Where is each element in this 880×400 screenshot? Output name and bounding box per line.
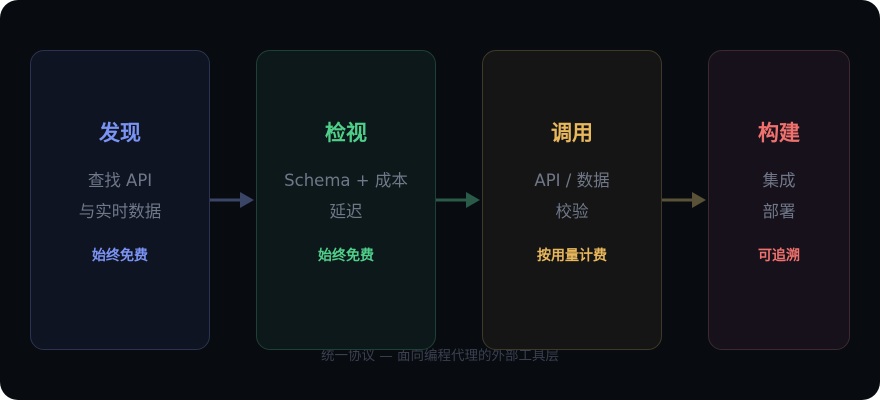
stage-card-discover: 发现 查找 API 与实时数据 始终免费 bbox=[30, 50, 210, 350]
stage-description: API / 数据 校验 bbox=[483, 165, 661, 227]
stage-title: 检视 bbox=[325, 121, 367, 145]
stage-card-invoke: 调用 API / 数据 校验 按用量计费 bbox=[482, 50, 662, 350]
flow-arrow-icon bbox=[210, 192, 254, 208]
stage-title: 调用 bbox=[551, 121, 593, 145]
stage-description-line: 与实时数据 bbox=[78, 202, 162, 221]
stage-pricing-tag: 始终免费 bbox=[318, 248, 374, 264]
stage-description-line: 查找 API bbox=[87, 171, 153, 190]
flow-arrow-icon bbox=[436, 192, 480, 208]
stage-description: 查找 API 与实时数据 bbox=[31, 165, 209, 227]
stage-card-inspect: 检视 Schema + 成本 延迟 始终免费 bbox=[256, 50, 436, 350]
stage-pricing-tag: 始终免费 bbox=[92, 248, 148, 264]
stage-description: Schema + 成本 延迟 bbox=[257, 165, 435, 227]
stage-description-line: 部署 bbox=[762, 202, 796, 221]
footer-caption: 统一协议 — 面向编程代理的外部工具层 bbox=[320, 348, 560, 364]
stage-title: 构建 bbox=[758, 121, 800, 145]
stage-description-line: API / 数据 bbox=[534, 171, 610, 190]
stage-description-line: Schema + 成本 bbox=[284, 171, 408, 190]
stage-description: 集成 部署 bbox=[709, 165, 849, 227]
stage-description-line: 延迟 bbox=[329, 202, 363, 221]
stage-card-build: 构建 集成 部署 可追溯 bbox=[708, 50, 850, 350]
stage-pricing-tag: 按用量计费 bbox=[537, 248, 607, 264]
stage-description-line: 校验 bbox=[555, 202, 589, 221]
stage-pricing-tag: 可追溯 bbox=[758, 248, 800, 264]
stage-description-line: 集成 bbox=[762, 171, 796, 190]
stage-title: 发现 bbox=[99, 121, 141, 145]
flow-arrow-icon bbox=[662, 192, 706, 208]
